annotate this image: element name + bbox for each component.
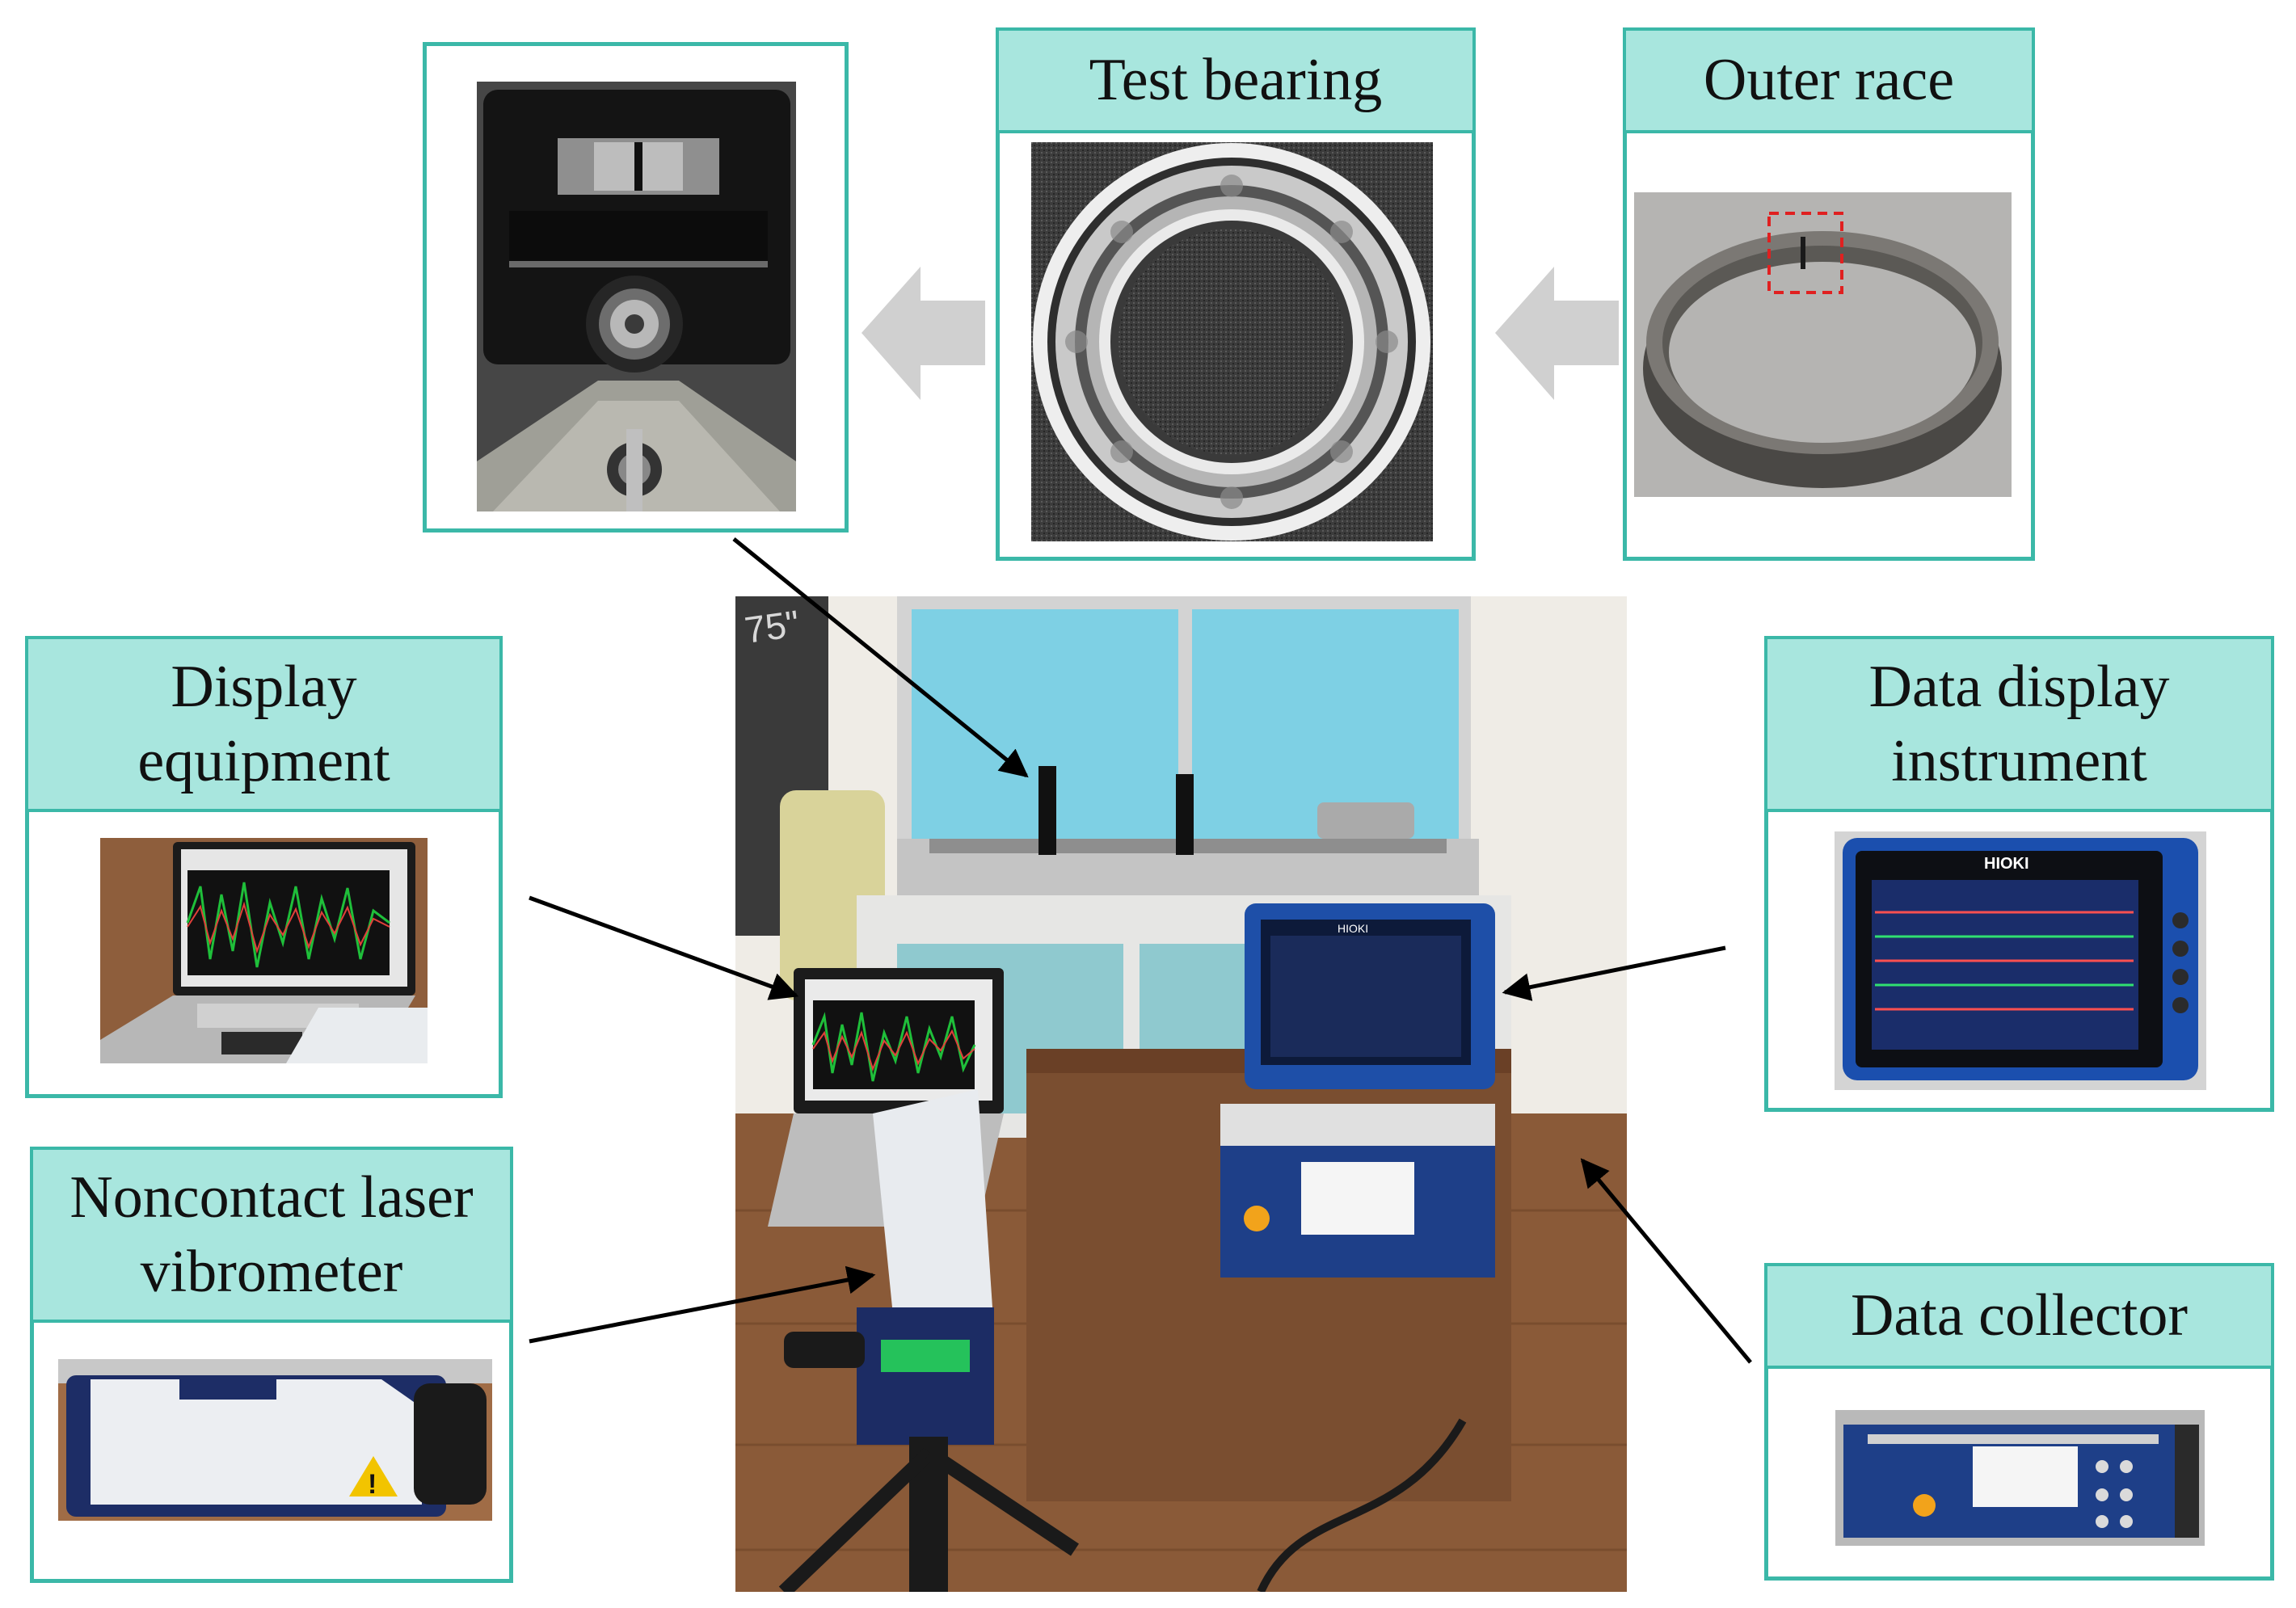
test-rig-photo: 75" HIOKI <box>735 596 1627 1592</box>
data-collector-panel: Data collector <box>1764 1263 2274 1581</box>
data-display-instrument-photo: HIOKI <box>1835 831 2206 1090</box>
display-equipment-header: Display equipment <box>25 636 503 812</box>
bearing-housing-panel <box>423 42 849 532</box>
bearing-housing-photo <box>477 82 796 511</box>
outer-race-photo <box>1634 192 2012 497</box>
test-bearing-photo <box>1031 142 1433 541</box>
box-size-marking: 75" <box>742 602 802 651</box>
hioki-brand: HIOKI <box>1984 855 2029 873</box>
display-equipment-photo <box>100 838 428 1063</box>
test-bearing-panel: Test bearing <box>996 27 1476 561</box>
outer-race-header: Outer race <box>1623 27 2035 133</box>
rig-hioki-brand: HIOKI <box>1338 922 1368 935</box>
data-collector-photo <box>1835 1410 2205 1546</box>
outer-race-panel: Outer race <box>1623 27 2035 561</box>
flow-arrow-left <box>862 267 985 400</box>
flow-arrow-right <box>1495 267 1619 400</box>
display-equipment-panel: Display equipment <box>25 636 503 1098</box>
data-display-instrument-header: Data display instrument <box>1764 636 2274 812</box>
data-display-instrument-panel: Data display instrument HIOKI <box>1764 636 2274 1112</box>
laser-vibrometer-photo: ! <box>58 1359 492 1521</box>
svg-text:!: ! <box>368 1469 377 1500</box>
laser-vibrometer-header: Noncontact laser vibrometer <box>30 1147 513 1323</box>
laser-vibrometer-panel: Noncontact laser vibrometer ! <box>30 1147 513 1583</box>
test-bearing-header: Test bearing <box>996 27 1476 133</box>
data-collector-header: Data collector <box>1764 1263 2274 1369</box>
